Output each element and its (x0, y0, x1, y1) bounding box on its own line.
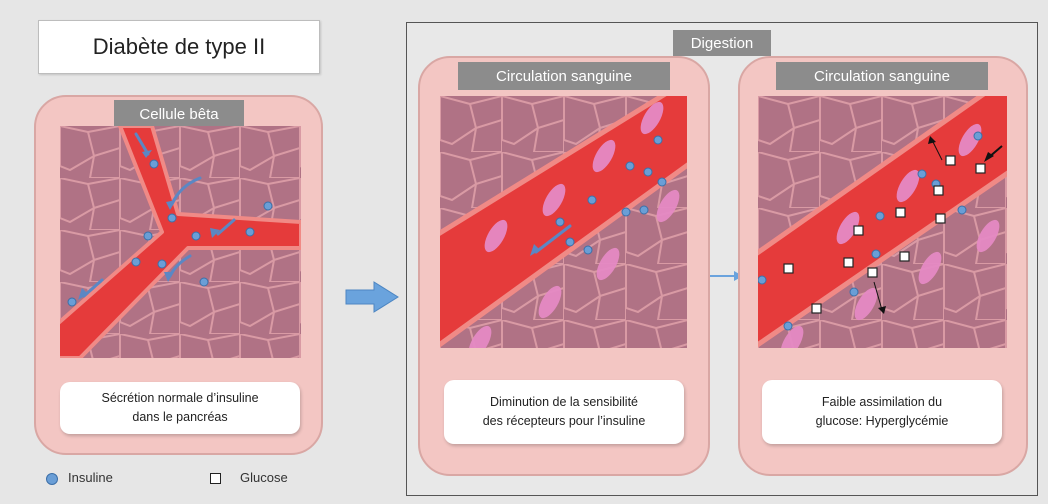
beta-cell-scene (60, 126, 301, 358)
glucose-legend-icon (210, 473, 221, 484)
digestion-label: Digestion (673, 30, 771, 56)
caption-line: des récepteurs pour l’insuline (482, 414, 646, 428)
legend: Insuline Glucose (40, 468, 330, 490)
insulin-legend-icon (46, 473, 58, 485)
caption-line: Faible assimilation du (821, 395, 943, 409)
panel-circulation-1-label-text: Circulation sanguine (496, 67, 632, 85)
panel-beta-cell-label: Cellule bêta (114, 100, 244, 128)
panel-circulation-2-caption: Faible assimilation du glucose: Hypergly… (762, 380, 1002, 444)
panel-beta-cell-caption: Sécrétion normale d’insuline dans le pan… (60, 382, 300, 434)
caption-line: Diminution de la sensibilité (490, 395, 638, 409)
panel-beta-cell-label-text: Cellule bêta (139, 105, 219, 123)
digestion-label-text: Digestion (690, 34, 754, 52)
panel-circulation-2-label: Circulation sanguine (776, 62, 988, 90)
flow-arrow-icon (344, 280, 400, 314)
caption-line: glucose: Hyperglycémie (815, 414, 949, 428)
diagram-title-text: Diabète de type II (92, 34, 266, 59)
legend-glucose-label: Glucose (240, 470, 288, 485)
circulation-1-scene (440, 96, 687, 348)
caption-line: Sécrétion normale d’insuline (101, 391, 259, 405)
panel-circulation-1-label: Circulation sanguine (458, 62, 670, 90)
panel-circulation-2-label-text: Circulation sanguine (814, 67, 950, 85)
diagram-title: Diabète de type II (38, 20, 320, 74)
caption-line: dans le pancréas (132, 410, 228, 424)
circulation-2-scene (758, 96, 1007, 348)
legend-insulin-label: Insuline (68, 470, 113, 485)
panel-circulation-1-caption: Diminution de la sensibilité des récepte… (444, 380, 684, 444)
